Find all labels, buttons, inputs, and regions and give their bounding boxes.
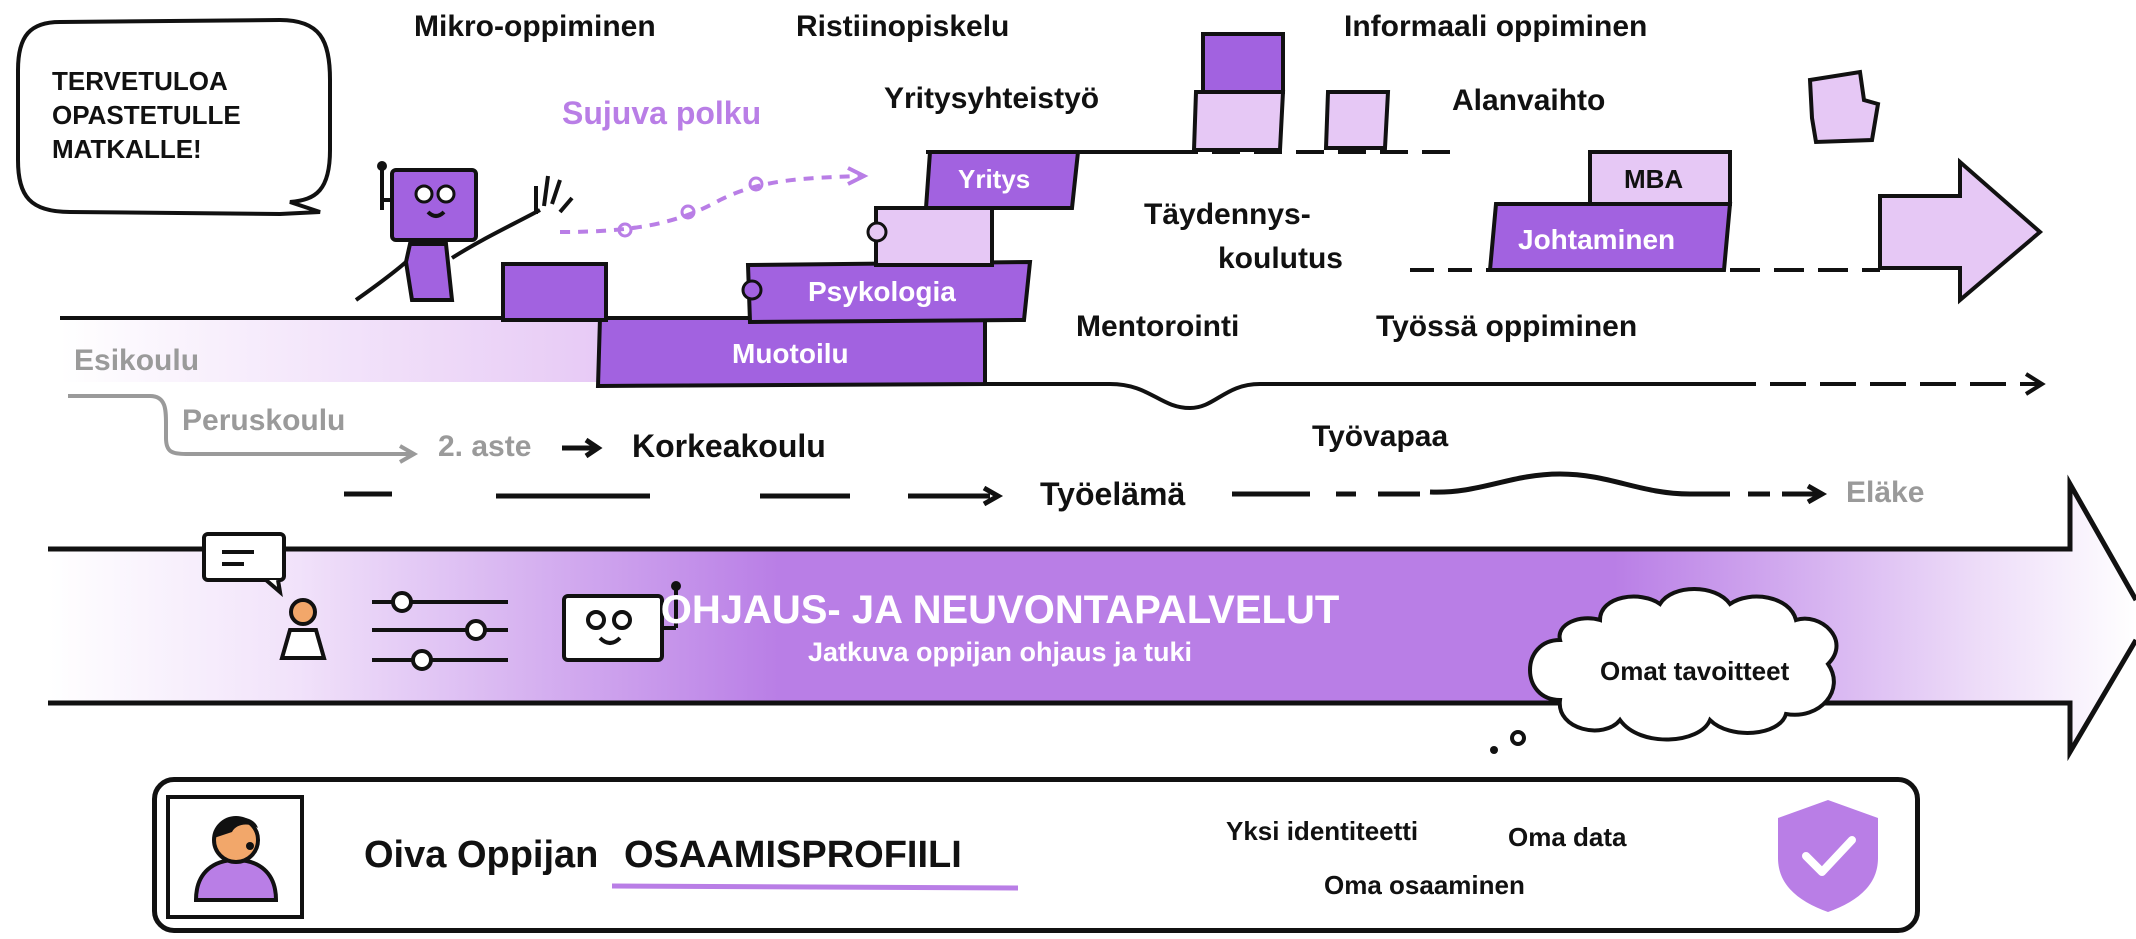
puzzle-top-dark	[1203, 34, 1283, 92]
puzzle-light-block	[876, 208, 992, 265]
feature-data: Oma data	[1508, 824, 1627, 850]
feature-skills: Oma osaaminen	[1324, 872, 1525, 898]
label-tyovapaa: Työvapaa	[1312, 422, 1448, 452]
arrow-right-icon	[1880, 162, 2040, 300]
guidance-title: OHJAUS- JA NEUVONTAPALVELUT	[540, 588, 1460, 633]
label-sujuva-polku: Sujuva polku	[562, 97, 761, 129]
label-alanvaihto: Alanvaihto	[1452, 86, 1605, 116]
block-label-johtaminen: Johtaminen	[1518, 226, 1675, 254]
label-tyossa-oppiminen: Työssä oppiminen	[1376, 312, 1637, 342]
block-label-psykologia: Psykologia	[808, 278, 956, 306]
label-taydennys: Täydennys-	[1144, 200, 1311, 230]
stage-korkeakoulu: Korkeakoulu	[632, 430, 826, 462]
label-mentorointi: Mentorointi	[1076, 312, 1239, 342]
label-informaali-oppiminen: Informaali oppiminen	[1344, 12, 1647, 42]
block-label-yritys: Yritys	[958, 166, 1030, 192]
block-label-muotoilu: Muotoilu	[732, 340, 849, 368]
welcome-text: TERVETULOA OPASTETULLE MATKALLE!	[52, 64, 241, 166]
puzzle-top-light	[1194, 92, 1283, 150]
profile-title-highlight: OSAAMISPROFIILI	[624, 836, 962, 874]
label-koulutus: koulutus	[1218, 244, 1343, 274]
label-yritysyhteistyo: Yritysyhteistyö	[884, 84, 1099, 114]
puzzle-left-block	[503, 264, 606, 320]
label-ristiinopiskelu: Ristiinopiskelu	[796, 12, 1009, 42]
goals-text: Omat tavoitteet	[1600, 658, 1789, 684]
puzzle-floating-piece	[1810, 72, 1878, 142]
guidance-subtitle: Jatkuva oppijan ohjaus ja tuki	[540, 637, 1460, 668]
work-learning-line	[985, 384, 1720, 408]
stage-esikoulu: Esikoulu	[74, 346, 199, 376]
retirement-line	[1430, 474, 1730, 494]
label-mikro-oppiminen: Mikro-oppiminen	[414, 12, 656, 42]
puzzle-small-light	[1326, 92, 1388, 148]
feature-identity: Yksi identiteetti	[1226, 818, 1418, 844]
stage-toinen-aste: 2. aste	[438, 432, 531, 462]
stage-tyoelama: Työelämä	[1040, 478, 1185, 510]
block-label-mba: MBA	[1624, 166, 1683, 192]
avatar-frame	[166, 795, 304, 919]
stage-peruskoulu: Peruskoulu	[182, 406, 345, 436]
profile-title-prefix: Oiva Oppijan	[364, 836, 598, 874]
smooth-path-line	[560, 176, 860, 232]
stage-elake: Eläke	[1846, 478, 1924, 508]
